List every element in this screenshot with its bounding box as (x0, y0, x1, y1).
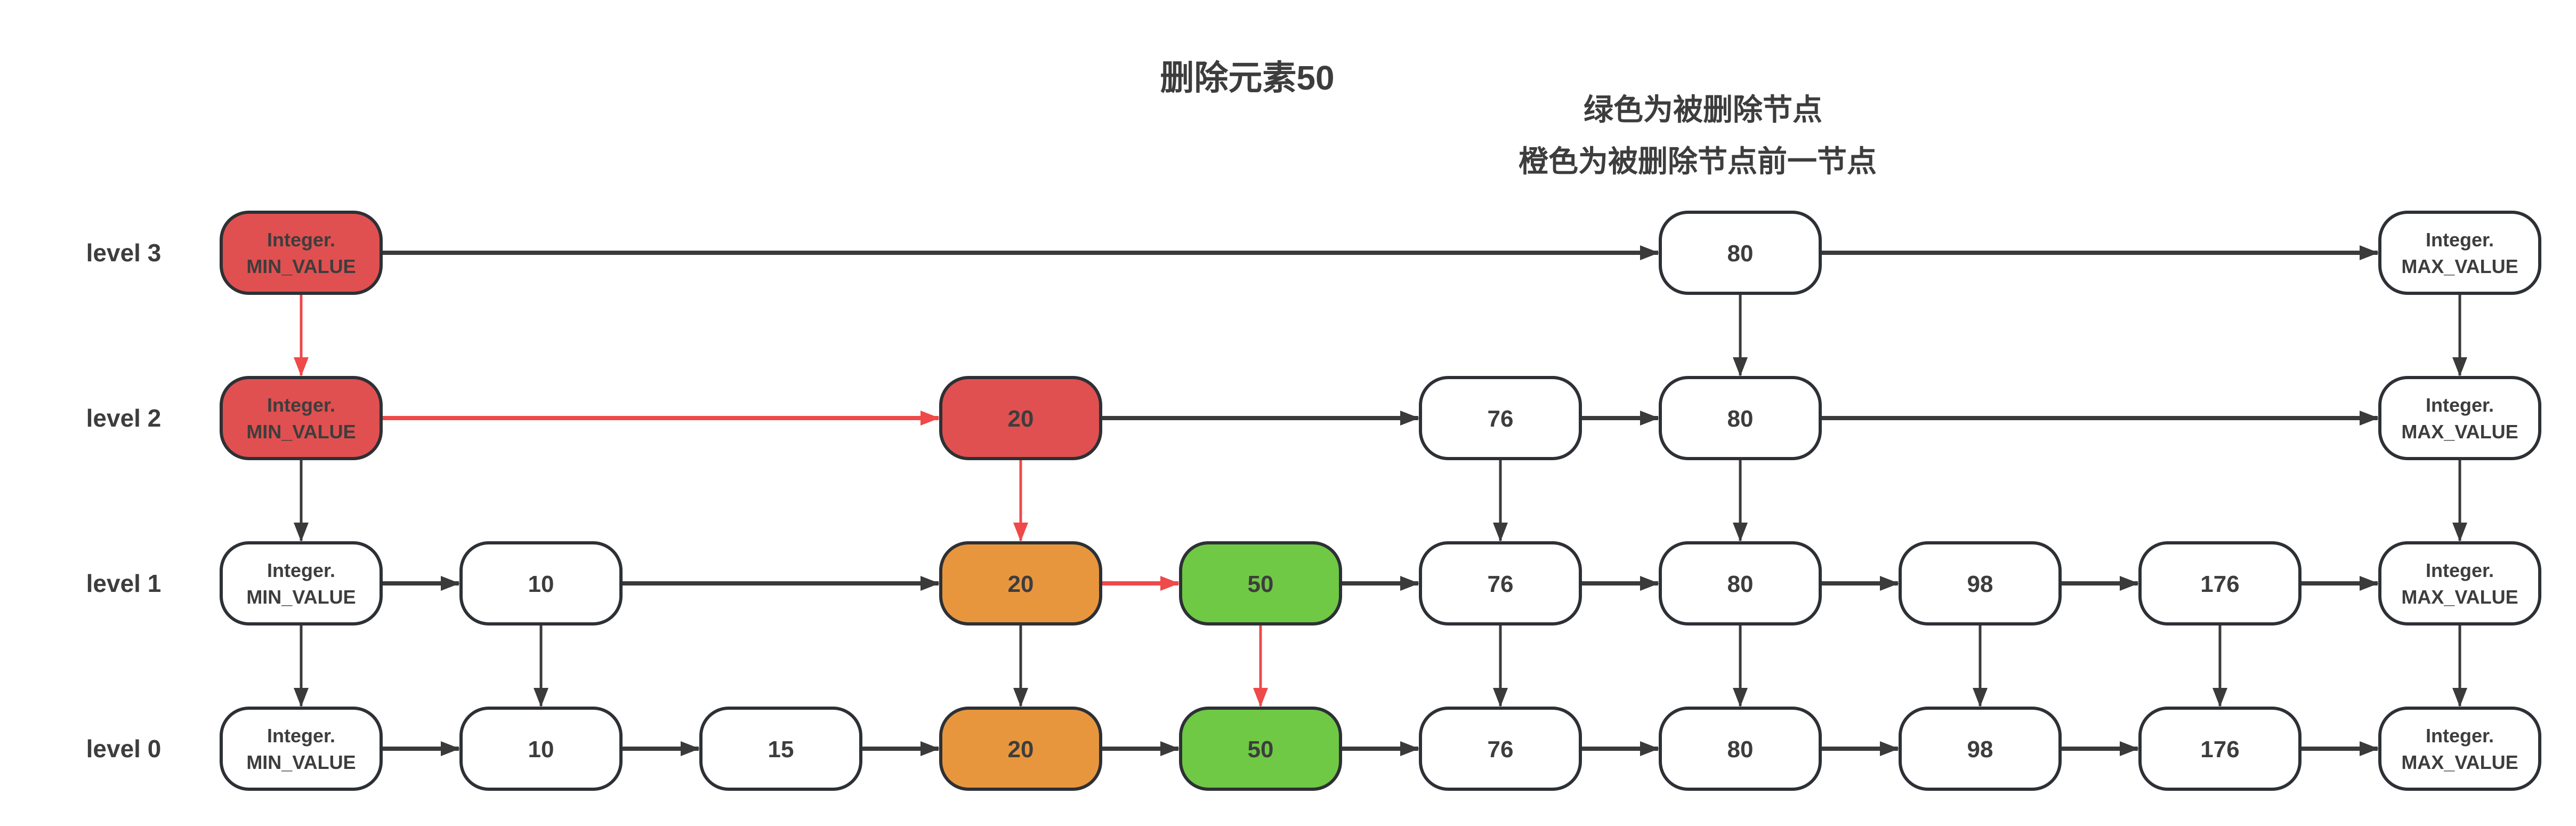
level-label-1: level 1 (86, 570, 161, 597)
node-L3-80: 80 (1659, 211, 1822, 295)
node-L1-10: 10 (459, 541, 623, 625)
node-shape-L1-76 (1419, 541, 1582, 625)
node-label-L0-76: 76 (1488, 736, 1514, 763)
node-L0-176: 176 (2138, 707, 2302, 791)
node-label-L1-76: 76 (1488, 571, 1514, 597)
node-label-L3-max: Integer.MAX_VALUE (2401, 229, 2518, 277)
node-shape-L1-50 (1179, 541, 1342, 625)
node-L2-max: Integer.MAX_VALUE (2378, 376, 2541, 460)
level-label-2: level 2 (86, 404, 161, 432)
node-label-L1-20: 20 (1008, 571, 1034, 597)
node-L3-max: Integer.MAX_VALUE (2378, 211, 2541, 295)
node-shape-L1-80 (1659, 541, 1822, 625)
node-shape-L3-min (220, 211, 383, 295)
node-label-L2-min: Integer.MIN_VALUE (246, 394, 356, 443)
node-label-L2-20: 20 (1008, 406, 1034, 432)
node-L1-50: 50 (1179, 541, 1342, 625)
node-L1-min: Integer.MIN_VALUE (220, 541, 383, 625)
node-label-L0-10: 10 (528, 736, 554, 763)
node-shape-L2-max (2378, 376, 2541, 460)
node-L0-76: 76 (1419, 707, 1582, 791)
diagram-title: 删除元素50 (1160, 59, 1334, 97)
node-shape-L1-98 (1899, 541, 2062, 625)
edges-layer (294, 245, 2467, 756)
node-label-L1-50: 50 (1248, 571, 1274, 597)
node-shape-L1-10 (459, 541, 623, 625)
node-shape-L1-20 (939, 541, 1102, 625)
node-shape-L0-10 (459, 707, 623, 791)
text-layer: 删除元素50 绿色为被删除节点 橙色为被删除节点前一节点 level 3 lev… (86, 59, 1877, 763)
node-shape-L1-176 (2138, 541, 2302, 625)
node-shape-L3-80 (1659, 211, 1822, 295)
node-shape-L2-80 (1659, 376, 1822, 460)
node-shape-L0-max (2378, 707, 2541, 791)
node-label-L3-80: 80 (1727, 240, 1754, 267)
node-L1-20: 20 (939, 541, 1102, 625)
node-label-L2-76: 76 (1488, 406, 1514, 432)
node-shape-L1-max (2378, 541, 2541, 625)
node-label-L0-15: 15 (768, 736, 794, 763)
node-label-L1-max: Integer.MAX_VALUE (2401, 559, 2518, 608)
node-label-L0-80: 80 (1727, 736, 1754, 763)
node-label-L0-98: 98 (1967, 736, 1993, 763)
node-L0-80: 80 (1659, 707, 1822, 791)
node-shape-L0-176 (2138, 707, 2302, 791)
node-L1-76: 76 (1419, 541, 1582, 625)
node-shape-L0-20 (939, 707, 1102, 791)
node-L3-min: Integer.MIN_VALUE (220, 211, 383, 295)
node-L1-176: 176 (2138, 541, 2302, 625)
node-label-L3-min: Integer.MIN_VALUE (246, 229, 356, 277)
node-shape-L0-98 (1899, 707, 2062, 791)
node-L0-max: Integer.MAX_VALUE (2378, 707, 2541, 791)
node-shape-L0-min (220, 707, 383, 791)
level-label-3: level 3 (86, 239, 161, 267)
node-label-L2-80: 80 (1727, 406, 1754, 432)
node-L0-50: 50 (1179, 707, 1342, 791)
node-L2-min: Integer.MIN_VALUE (220, 376, 383, 460)
node-L2-76: 76 (1419, 376, 1582, 460)
node-shape-L1-min (220, 541, 383, 625)
node-L2-20: 20 (939, 376, 1102, 460)
node-L0-20: 20 (939, 707, 1102, 791)
legend-line-orange: 橙色为被删除节点前一节点 (1519, 145, 1877, 178)
node-shape-L2-20 (939, 376, 1102, 460)
node-shape-L2-76 (1419, 376, 1582, 460)
node-label-L0-50: 50 (1248, 736, 1274, 763)
node-label-L1-80: 80 (1727, 571, 1754, 597)
node-shape-L3-max (2378, 211, 2541, 295)
node-label-L1-98: 98 (1967, 571, 1993, 597)
legend-line-green: 绿色为被删除节点 (1584, 93, 1822, 126)
node-label-L0-max: Integer.MAX_VALUE (2401, 725, 2518, 773)
node-L2-80: 80 (1659, 376, 1822, 460)
node-label-L1-176: 176 (2200, 571, 2239, 597)
node-label-L1-min: Integer.MIN_VALUE (246, 559, 356, 608)
node-L1-max: Integer.MAX_VALUE (2378, 541, 2541, 625)
node-L0-15: 15 (699, 707, 862, 791)
node-label-L0-20: 20 (1008, 736, 1034, 763)
node-L0-10: 10 (459, 707, 623, 791)
node-shape-L0-80 (1659, 707, 1822, 791)
node-L0-98: 98 (1899, 707, 2062, 791)
node-L1-98: 98 (1899, 541, 2062, 625)
node-shape-L0-50 (1179, 707, 1342, 791)
node-label-L2-max: Integer.MAX_VALUE (2401, 394, 2518, 443)
node-shape-L0-15 (699, 707, 862, 791)
node-shape-L2-min (220, 376, 383, 460)
node-label-L0-min: Integer.MIN_VALUE (246, 725, 356, 773)
node-L1-80: 80 (1659, 541, 1822, 625)
node-L0-min: Integer.MIN_VALUE (220, 707, 383, 791)
level-label-0: level 0 (86, 735, 161, 763)
node-shape-L0-76 (1419, 707, 1582, 791)
node-label-L0-176: 176 (2200, 736, 2239, 763)
node-label-L1-10: 10 (528, 571, 554, 597)
